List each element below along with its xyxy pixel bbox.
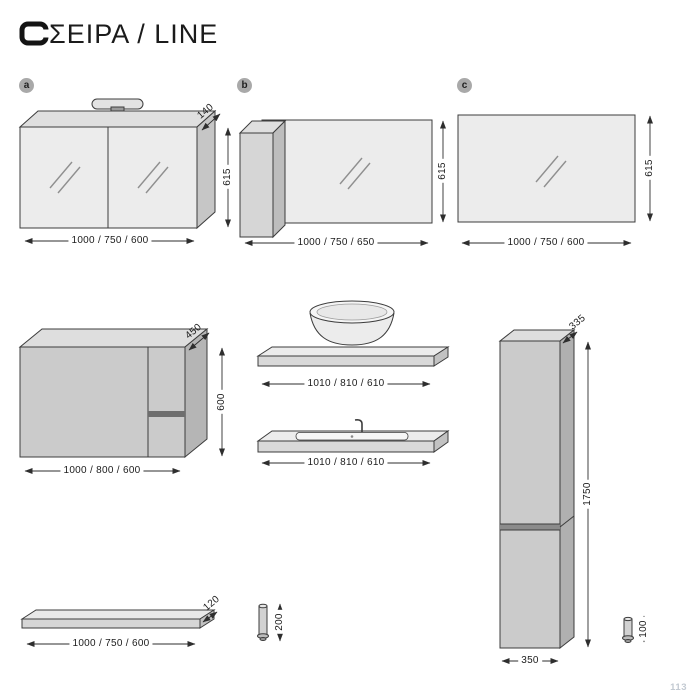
page-title: ΣΕΙΡΑ / LINE (49, 19, 219, 49)
mirror-cabinet-drawing (18, 98, 217, 230)
dim-leg-200-height: 200 (274, 610, 286, 634)
dim-tall-cabinet-width: 350 (518, 655, 542, 667)
leg-100-drawing (622, 616, 634, 643)
section-c-badge: c (457, 78, 472, 93)
vessel-basin-drawing (309, 300, 395, 346)
dim-countertop-widths: 1010 / 810 / 610 (304, 378, 388, 390)
basin-countertop-drawing (256, 419, 450, 453)
brand-logo-icon (19, 21, 49, 46)
dim-mirror-column-widths: 1000 / 750 / 650 (294, 237, 378, 249)
dim-mirror-cabinet-widths: 1000 / 750 / 600 (68, 235, 152, 247)
base-cabinet-drawing (18, 327, 209, 459)
section-b-badge: b (237, 78, 252, 93)
dim-mirror-widths: 1000 / 750 / 600 (504, 237, 588, 249)
dim-base-cabinet-widths: 1000 / 800 / 600 (60, 465, 144, 477)
dim-basin-countertop-widths: 1010 / 810 / 610 (304, 457, 388, 469)
tall-cabinet-drawing (498, 328, 576, 650)
dim-mirror-cabinet-height: 615 (222, 165, 234, 189)
dim-shelf-widths: 1000 / 750 / 600 (69, 638, 153, 650)
dim-mirror-column-height: 615 (437, 159, 449, 183)
mirror-drawing (457, 114, 636, 223)
mirror-with-column-drawing (238, 119, 433, 239)
dim-mirror-height: 615 (644, 156, 656, 180)
dim-base-cabinet-height: 600 (216, 390, 228, 414)
dim-leg-100-height: 100 (638, 617, 650, 641)
dim-tall-cabinet-height: 1750 (582, 479, 594, 509)
shelf-drawing (20, 609, 216, 629)
section-a-badge: a (19, 78, 34, 93)
leg-200-drawing (257, 603, 269, 641)
page-number: 113 (670, 682, 687, 693)
countertop-drawing (256, 346, 450, 367)
